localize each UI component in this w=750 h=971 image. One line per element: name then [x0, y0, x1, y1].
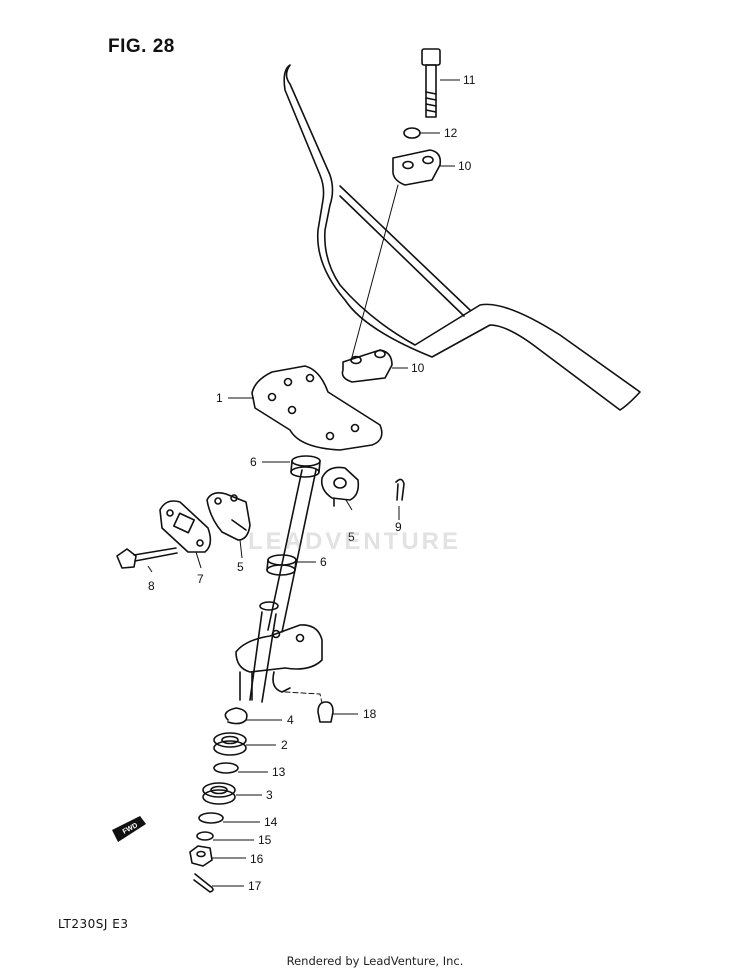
washer-14	[198, 812, 224, 824]
bolt-8	[116, 547, 178, 569]
part-label: 7	[197, 572, 204, 586]
alignment-line	[351, 184, 399, 358]
holder-plate-7	[159, 500, 212, 553]
figure-title: FIG. 28	[108, 36, 175, 57]
part-label: 11	[463, 73, 476, 87]
part-labels: 11 12 10 10 1 6 5 9 7 5 8 6 4 18 2 13 3 …	[148, 73, 476, 893]
footer-credit: Rendered by LeadVenture, Inc.	[286, 954, 464, 968]
part-label: 14	[264, 815, 278, 829]
washer-12	[403, 127, 421, 139]
oil-seal-3	[202, 782, 236, 805]
part-label: 12	[444, 126, 458, 140]
bearing-2	[213, 732, 247, 756]
handlebar-plate-1	[251, 365, 383, 451]
cap-18	[317, 701, 334, 723]
handlebar	[283, 64, 641, 411]
part-label: 6	[250, 455, 257, 469]
washer-15	[196, 831, 214, 841]
part-label: 9	[395, 520, 402, 534]
bushing-6-upper	[290, 455, 321, 478]
holder-5-right	[320, 466, 360, 507]
part-label: 15	[258, 833, 272, 847]
clamp-upper-10	[392, 149, 442, 186]
part-label: 5	[237, 560, 244, 574]
fwd-arrow: FWD	[112, 816, 146, 842]
part-label: 17	[248, 879, 262, 893]
bolt-11	[421, 48, 441, 118]
part-label: 10	[411, 361, 425, 375]
part-label: 13	[272, 765, 286, 779]
steering-arm	[235, 624, 323, 701]
part-label: 6	[320, 555, 327, 569]
clamp-lower-10	[341, 349, 393, 383]
bushing-6-lower	[266, 554, 297, 576]
part-label: 1	[216, 391, 223, 405]
part-label: 4	[287, 713, 294, 727]
circlip-4	[224, 707, 248, 725]
part-label: 5	[348, 530, 355, 544]
part-label: 8	[148, 579, 155, 593]
part-label: 3	[266, 788, 273, 802]
part-label: 16	[250, 852, 264, 866]
part-label: 18	[363, 707, 377, 721]
steering-shaft	[249, 469, 317, 703]
watermark: LEADVENTURE	[248, 528, 462, 555]
cotter-pin-17	[193, 873, 214, 893]
part-label: 10	[458, 159, 472, 173]
part-label: 2	[281, 738, 288, 752]
model-code: LT230SJ E3	[58, 917, 129, 931]
handlebar-crossbar	[339, 185, 471, 311]
o-ring-13	[213, 762, 239, 774]
nut-16	[189, 845, 213, 867]
cotter-pin-9	[395, 478, 405, 501]
holder-5-left	[206, 492, 251, 541]
